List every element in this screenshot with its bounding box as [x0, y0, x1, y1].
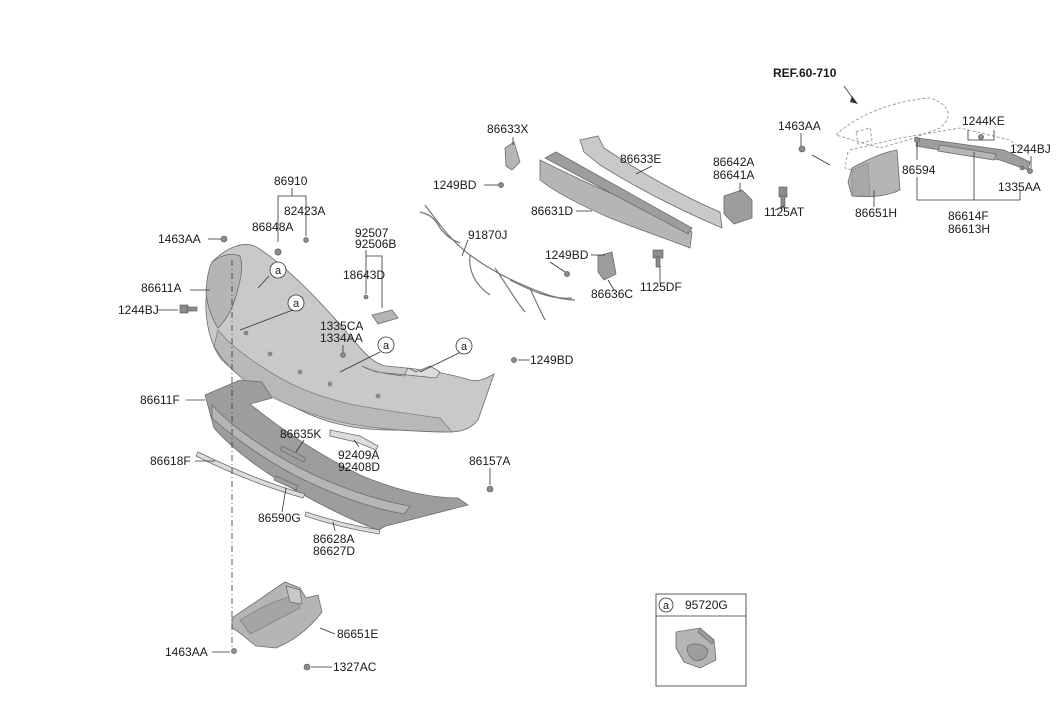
svg-text:a: a [383, 340, 390, 352]
fastener-1125at [778, 186, 788, 209]
trunk-lid-reference [835, 97, 1031, 176]
fastener-1244ke [978, 134, 984, 140]
part-86611a-bumper-cover [205, 244, 495, 433]
label-1249bd-2: 1249BD [545, 248, 589, 262]
svg-text:a: a [461, 341, 468, 353]
fastener-82423a [303, 237, 309, 243]
part-86590g-clip [273, 475, 299, 491]
label-92506b: 92506B [355, 237, 396, 251]
fastener-1244bj-right [1027, 168, 1033, 174]
fastener-18643d [363, 294, 369, 300]
label-86636c: 86636C [591, 287, 633, 301]
label-1249bd-3: 1249BD [530, 353, 574, 367]
callout-circle-1: a [269, 261, 287, 279]
part-labels: REF.60-710 1463AA 1244KE 1244BJ 86594 13… [118, 66, 1051, 674]
label-1244ke: 1244KE [962, 114, 1005, 128]
label-1334aa: 1334AA [320, 331, 363, 345]
callout-circle-3: a [377, 336, 395, 354]
label-86848a: 86848A [252, 220, 293, 234]
label-1327ac: 1327AC [333, 660, 377, 674]
part-86642a-stay [723, 189, 753, 225]
label-1463aa-left: 1463AA [158, 232, 201, 246]
svg-text:a: a [293, 298, 300, 310]
label-86614f: 86614F [948, 209, 989, 223]
label-92409a: 92409A [338, 448, 379, 462]
label-1463aa-bottom: 1463AA [165, 645, 208, 659]
fastener-1335aa [1019, 165, 1025, 171]
part-86636c-bracket [597, 251, 617, 281]
label-86633x: 86633X [487, 122, 528, 136]
callout-circle-2: a [287, 294, 305, 312]
part-95720g-parking-sensor [675, 627, 717, 669]
label-1463aa-top: 1463AA [778, 119, 821, 133]
label-ref: REF.60-710 [773, 66, 837, 80]
label-86641a: 86641A [713, 168, 754, 182]
label-82423a: 82423A [284, 204, 325, 218]
fastener-1249bd-3 [511, 357, 517, 363]
label-86651h: 86651H [855, 206, 897, 220]
fastener-1249bd-2 [564, 271, 570, 277]
label-91870j: 91870J [468, 228, 507, 242]
part-86635k-reflector [279, 445, 307, 463]
label-1125at: 1125AT [764, 205, 805, 219]
label-86642a: 86642A [713, 155, 754, 169]
label-18643d: 18643D [343, 268, 385, 282]
leader-lines [157, 130, 1032, 668]
label-86910: 86910 [274, 174, 308, 188]
part-86633e-beam-bracket [579, 135, 723, 229]
part-86651h-garnish [847, 149, 901, 198]
label-92507: 92507 [355, 226, 389, 240]
fastener-1244bj-left [179, 304, 198, 314]
fastener-86157a [486, 485, 494, 493]
label-86651e: 86651E [337, 627, 378, 641]
label-86635k: 86635K [280, 427, 321, 441]
fastener-1463aa-top [798, 145, 806, 153]
label-86611f: 86611F [140, 393, 180, 407]
label-1244bj-right: 1244BJ [1010, 142, 1051, 156]
label-86633e: 86633E [620, 152, 661, 166]
part-86633x-bracket [504, 141, 521, 171]
svg-text:a: a [663, 600, 670, 612]
label-86590g: 86590G [258, 511, 301, 525]
label-86628a: 86628A [313, 532, 354, 546]
label-1125df: 1125DF [640, 280, 682, 294]
label-86611a: 86611A [141, 281, 181, 295]
label-92408d: 92408D [338, 460, 380, 474]
part-92507-license-lamp [371, 309, 399, 325]
part-86618f-moulding [195, 451, 306, 499]
fastener-1125df [652, 249, 664, 268]
part-91870j-wiring-harness [419, 204, 576, 321]
svg-text:a: a [275, 265, 282, 277]
label-86157a: 86157A [469, 454, 510, 468]
part-86651e-under-cover [231, 581, 323, 649]
fastener-1463aa-left [220, 235, 228, 243]
fastener-1249bd-1 [498, 182, 504, 188]
label-86618f: 86618F [150, 454, 191, 468]
label-1244bj-left: 1244BJ [118, 303, 159, 317]
callout-circle-inset: a [658, 597, 674, 613]
label-1335aa: 1335AA [998, 180, 1041, 194]
label-86613h: 86613H [948, 222, 990, 236]
fastener-1335ca [340, 352, 346, 358]
label-86631d: 86631D [531, 204, 573, 218]
fastener-86848a [274, 248, 282, 256]
callout-circle-4: a [455, 337, 473, 355]
label-1335ca: 1335CA [320, 319, 363, 333]
ref-arrow [850, 96, 858, 104]
label-95720g: 95720G [685, 598, 728, 612]
fastener-1327ac [303, 663, 311, 671]
label-86627d: 86627D [313, 544, 355, 558]
fastener-86594 [914, 137, 920, 143]
fastener-1463aa-bottom [231, 648, 237, 654]
part-86631d-back-beam [539, 151, 693, 249]
part-86628a-moulding [304, 511, 381, 535]
label-1249bd-1: 1249BD [433, 178, 477, 192]
label-86594: 86594 [902, 163, 936, 177]
